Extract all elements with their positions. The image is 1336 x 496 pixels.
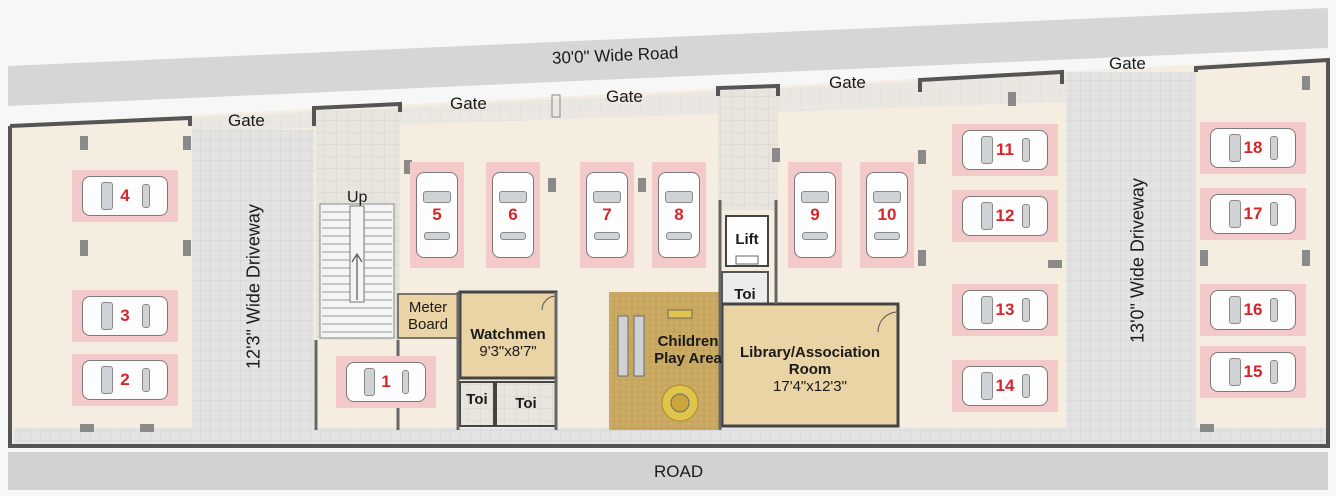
car-icon — [866, 172, 908, 258]
car-icon — [962, 196, 1048, 236]
right-driveway — [1066, 72, 1196, 434]
parking-slot — [1200, 284, 1306, 336]
parking-slot — [72, 354, 178, 406]
parking-slot-number: 2 — [120, 370, 130, 389]
lift-label: Lift — [735, 231, 759, 248]
toilet-label-b: Toi — [515, 395, 537, 412]
parking-slot — [72, 170, 178, 222]
gate-label-1: Gate — [228, 111, 265, 130]
toilet-label-lift: Toi — [734, 286, 756, 303]
parking-slot — [1200, 188, 1306, 240]
car-icon — [416, 172, 458, 258]
top-road — [8, 8, 1328, 106]
parking-slot — [952, 190, 1058, 242]
car-icon — [1210, 194, 1296, 234]
parking-slot — [410, 162, 464, 268]
car-icon — [962, 366, 1048, 406]
car-icon — [1210, 290, 1296, 330]
play-equipment — [617, 309, 699, 422]
parking-slot-number: 5 — [432, 205, 442, 224]
car-icon — [586, 172, 628, 258]
walls — [8, 57, 1330, 448]
parking-slot-number: 10 — [877, 205, 897, 224]
parking-slot-number: 9 — [810, 205, 820, 224]
toilet-label-a: Toi — [466, 391, 488, 408]
parking-slot-number: 7 — [602, 205, 612, 224]
parking-slot — [952, 284, 1058, 336]
parking-slot — [1200, 346, 1306, 398]
parking-slot — [788, 162, 842, 268]
parking-slot — [336, 356, 436, 408]
toilet-a — [459, 381, 495, 427]
car-icon — [794, 172, 836, 258]
parking-slot-number: 14 — [995, 376, 1015, 395]
parking-slot-number: 17 — [1243, 204, 1263, 223]
parking-slot-number: 16 — [1243, 300, 1263, 319]
library-room — [720, 302, 900, 428]
car-icon — [1210, 128, 1296, 168]
right-driveway-label: 13'0" Wide Driveway — [1127, 178, 1148, 343]
meter-room — [397, 293, 459, 339]
parking-slot-number: 4 — [120, 186, 130, 205]
car-icon — [82, 296, 168, 336]
parking-slot-number: 3 — [120, 306, 130, 325]
car-icon — [346, 362, 426, 402]
bottom-road-label: ROAD — [654, 462, 704, 481]
front-paving — [192, 74, 1066, 132]
car-icon — [1210, 352, 1296, 392]
parking-slot-number: 1 — [381, 372, 391, 391]
toilet-lift — [721, 271, 769, 305]
watchmen-label: Watchmen 9'3"x8'7" — [470, 326, 546, 360]
watchmen-room — [458, 290, 558, 380]
parking-slot-number: 15 — [1243, 362, 1263, 381]
parking-slot — [860, 162, 914, 268]
gate-label-4: Gate — [829, 73, 866, 92]
car-icon — [492, 172, 534, 258]
left-driveway-label: 12'3" Wide Driveway — [243, 204, 264, 369]
parking-slot-number: 6 — [508, 205, 518, 224]
parking-slot-number: 12 — [995, 206, 1015, 225]
parking-slot — [486, 162, 540, 268]
car-icon — [658, 172, 700, 258]
parking-slot — [952, 124, 1058, 176]
bottom-paving — [14, 428, 1326, 446]
parking-slot-number: 13 — [995, 300, 1015, 319]
parking-slot — [952, 360, 1058, 412]
parking-slot — [580, 162, 634, 268]
car-icon — [962, 290, 1048, 330]
stair-up-label: Up — [347, 189, 368, 206]
car-icon — [82, 360, 168, 400]
lift-well — [718, 90, 778, 210]
columns — [80, 76, 1310, 432]
parking-slot-number: 18 — [1243, 138, 1263, 157]
car-icon — [82, 176, 168, 216]
gate-label-2: Gate — [450, 94, 487, 113]
library-label: Library/Association Room 17'4"x12'3" — [739, 344, 881, 395]
parking-slot-number: 8 — [674, 205, 684, 224]
car-icon — [962, 130, 1048, 170]
left-driveway — [192, 130, 314, 440]
parking-slot-number: 11 — [996, 140, 1014, 159]
parking-slot — [652, 162, 706, 268]
bottom-road — [8, 452, 1328, 490]
gate-label-3: Gate — [606, 87, 643, 106]
parking-slot — [1200, 122, 1306, 174]
parking-slot — [72, 290, 178, 342]
gate-label-5: Gate — [1109, 54, 1146, 73]
